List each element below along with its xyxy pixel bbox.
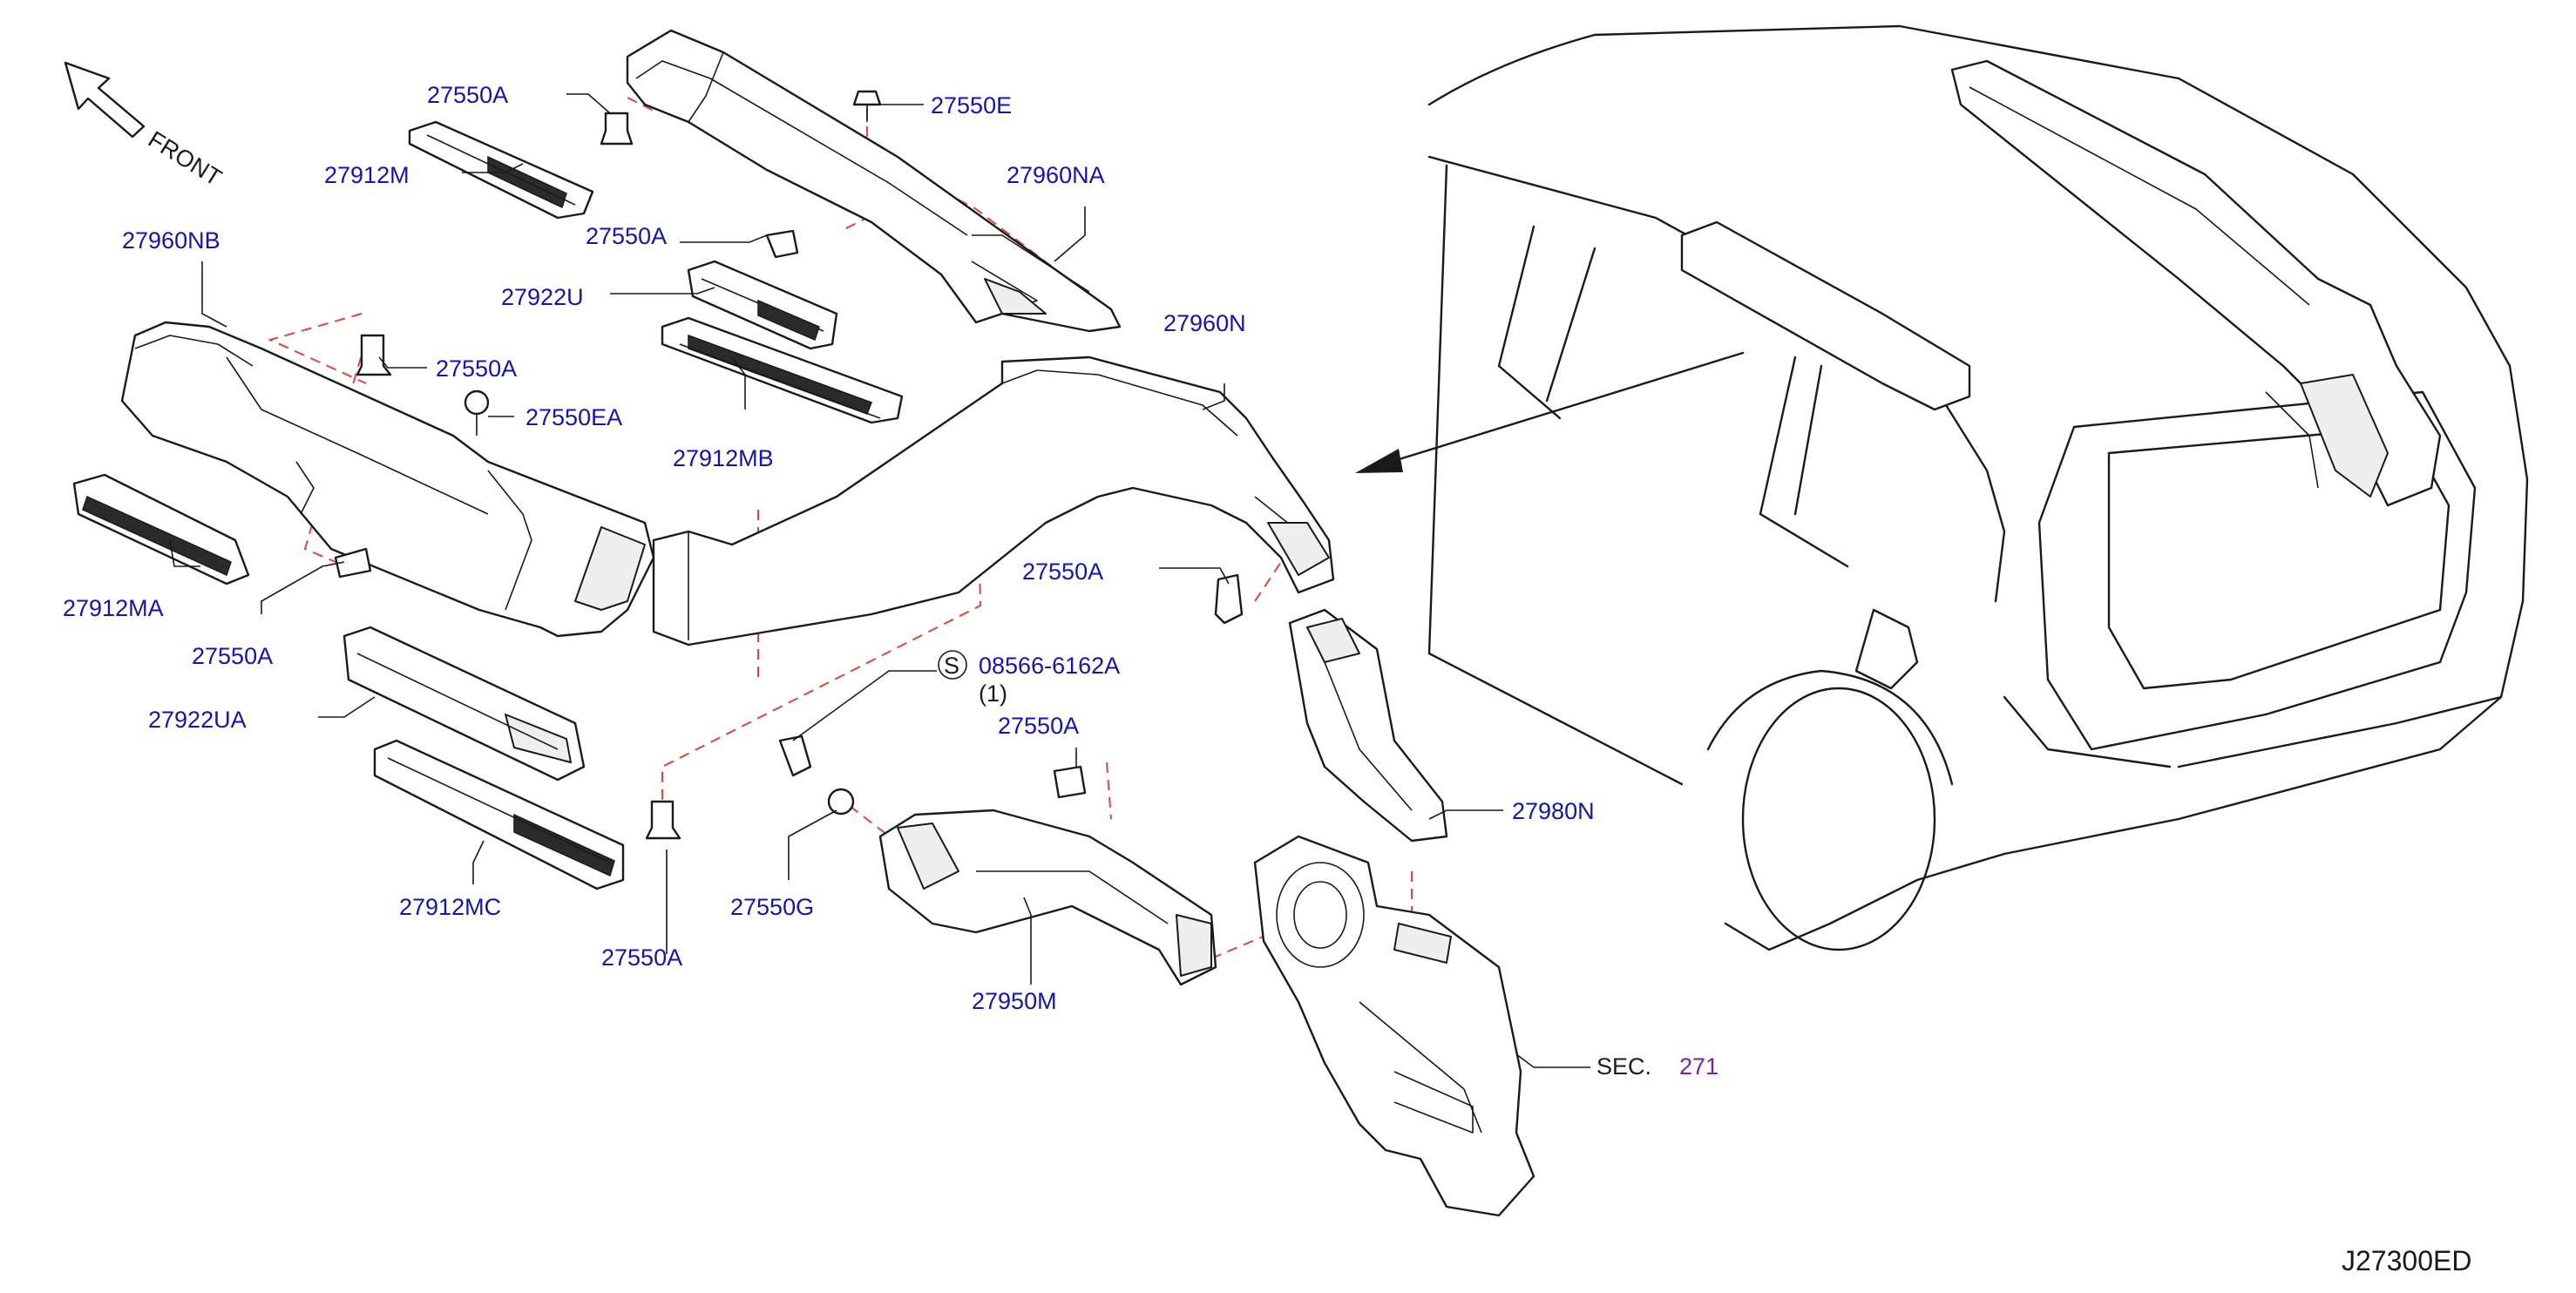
- screw-symbol: S: [938, 650, 967, 680]
- trim-27922ua: [342, 626, 586, 782]
- label-screw-qty: (1): [979, 680, 1007, 707]
- front-label: FRONT: [144, 126, 227, 192]
- label-27960na: 27960NA: [1007, 162, 1105, 188]
- trim-27922u: [687, 260, 838, 350]
- label-27550a-lower: 27550A: [998, 713, 1079, 739]
- screw-icon: [645, 800, 681, 840]
- label-27550a-bottom: 27550A: [601, 944, 682, 971]
- duct-27960na: [626, 29, 1122, 333]
- svg-text:S: S: [944, 653, 959, 679]
- label-27550a-top: 27550A: [427, 82, 508, 108]
- screw-icon: [852, 90, 882, 122]
- label-27550ea: 27550EA: [525, 404, 622, 430]
- vehicle-outline: [1427, 24, 2529, 951]
- label-sec-number[interactable]: 271: [1679, 1053, 1718, 1080]
- duct-27960n: [652, 355, 1335, 646]
- grille-27912mb: [661, 316, 904, 424]
- label-08566-6162a: 08566-6162A: [979, 653, 1120, 679]
- screw-icon: [600, 112, 634, 146]
- label-27912m: 27912M: [324, 162, 410, 188]
- label-27960n: 27960N: [1163, 310, 1246, 336]
- label-27912mc: 27912MC: [399, 894, 501, 920]
- label-27980n: 27980N: [1512, 798, 1595, 824]
- direction-arrow-icon: [1355, 351, 1745, 473]
- label-27912ma: 27912MA: [63, 595, 164, 621]
- screw-icon: [1214, 573, 1244, 625]
- leader-lines: [169, 93, 1590, 1068]
- screw-icon: [1053, 765, 1087, 799]
- label-27550g: 27550G: [730, 894, 814, 920]
- label-27950m: 27950M: [972, 988, 1057, 1014]
- label-27550a-right: 27550A: [1022, 558, 1103, 585]
- screw-icon: [778, 735, 812, 777]
- label-27912mb: 27912MB: [673, 445, 774, 471]
- label-sec-prefix: SEC.: [1596, 1053, 1651, 1080]
- duct-27960nb: [120, 321, 655, 638]
- grille-27912ma: [72, 473, 250, 586]
- screw-icon: [334, 547, 372, 579]
- screw-icon: [765, 229, 799, 259]
- clip-icon: [464, 389, 490, 436]
- label-27922u: 27922U: [501, 284, 584, 310]
- duct-27950m: [878, 809, 1217, 986]
- label-27550a-mid: 27550A: [586, 223, 667, 249]
- blower-unit-sec271: [1253, 835, 1535, 1217]
- label-27550a-nb: 27550A: [436, 355, 517, 382]
- duct-27980n: [1288, 608, 1448, 843]
- screw-icon: [356, 334, 392, 376]
- grille-27912mc: [373, 739, 625, 890]
- drawing-code: J27300ED: [2342, 1245, 2471, 1276]
- clip-icon: [827, 788, 855, 816]
- label-27922ua: 27922UA: [148, 707, 247, 733]
- label-27550e: 27550E: [931, 92, 1012, 118]
- front-arrow-icon: [64, 61, 146, 139]
- label-27550a-left: 27550A: [192, 643, 273, 669]
- label-27960nb: 27960NB: [122, 227, 220, 254]
- grille-27912m: [408, 120, 594, 220]
